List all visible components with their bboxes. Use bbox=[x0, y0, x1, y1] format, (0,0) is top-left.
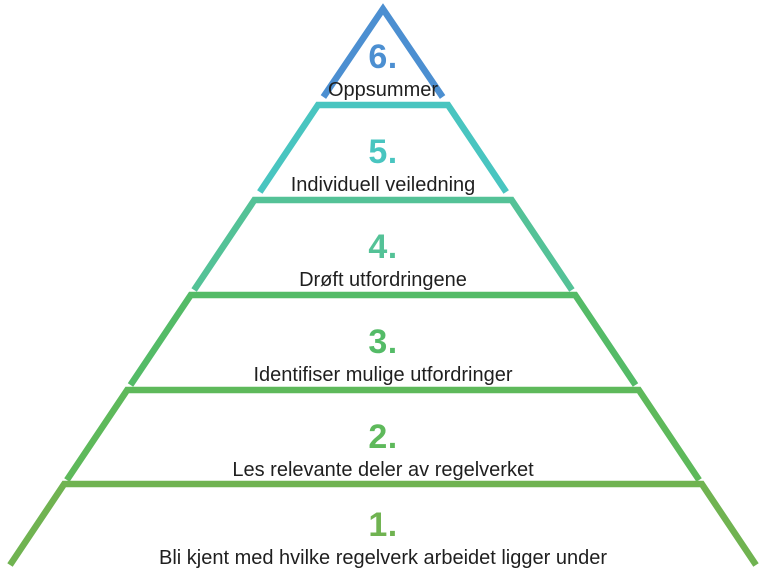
pyramid-band-5 bbox=[257, 101, 509, 194]
pyramid-band-1 bbox=[7, 480, 759, 567]
pyramid-band-4 bbox=[191, 196, 575, 292]
pyramid-band-6 bbox=[320, 3, 446, 99]
pyramid-band-2 bbox=[64, 386, 702, 482]
pyramid-band-3 bbox=[127, 291, 639, 387]
